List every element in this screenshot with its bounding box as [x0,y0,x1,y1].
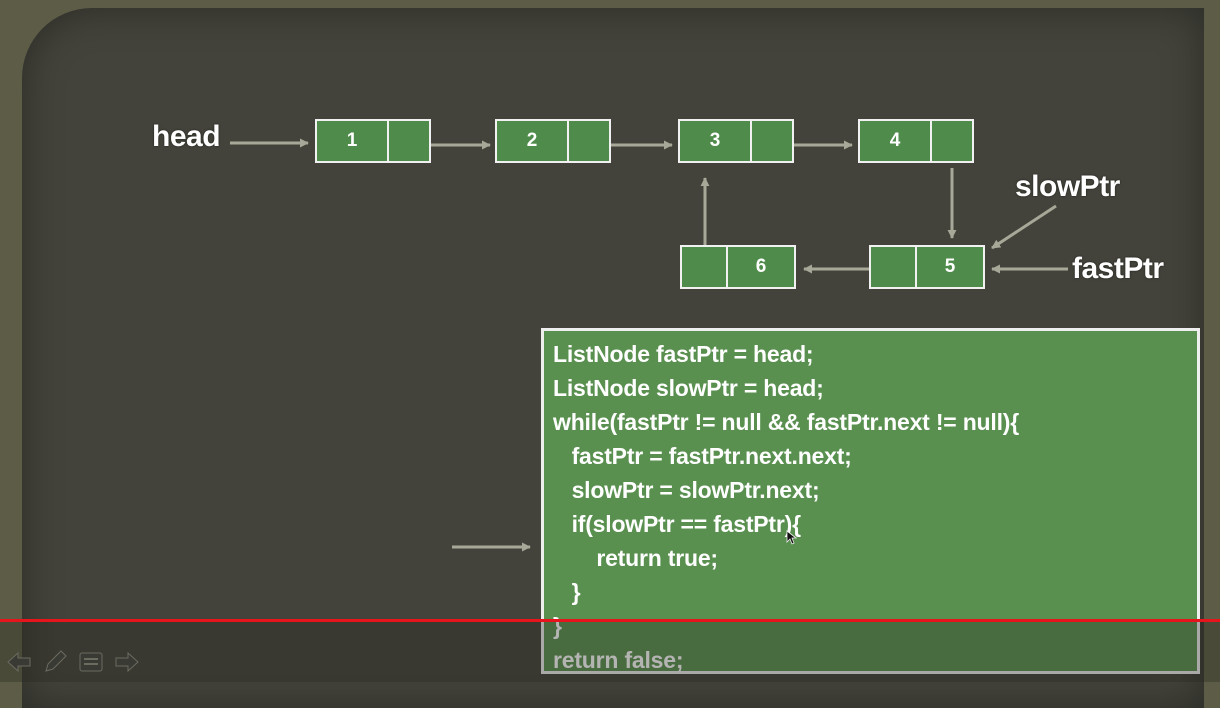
code-line: return false; [553,647,684,673]
list-node-3: 3 [678,119,794,163]
slides-menu-icon [79,652,103,672]
code-line: while(fastPtr != null && fastPtr.next !=… [553,409,1019,435]
list-node-2: 2 [495,119,611,163]
node-next-pointer [930,121,972,161]
list-node-6: 6 [680,245,796,289]
slowptr-label: slowPtr [1015,170,1120,203]
node-next-pointer [567,121,609,161]
code-line: fastPtr = fastPtr.next.next; [553,443,852,469]
node-value: 2 [526,130,538,151]
mouse-cursor-icon [786,530,798,545]
arrow-right-icon [115,651,139,673]
arrow-left-icon [7,651,31,673]
slide-menu-button[interactable] [76,648,106,676]
list-node-4: 4 [858,119,974,163]
slowptr-arrow [991,204,1057,250]
node-next-pointer [387,121,429,161]
node-value: 4 [889,130,901,151]
node-value: 6 [726,247,794,287]
head-label: head [152,120,221,153]
code-line: ListNode fastPtr = head; [553,341,814,367]
code-line: ListNode slowPtr = head; [553,375,824,401]
code-line: if(slowPtr == fastPtr){ [553,511,801,537]
node-value: 3 [709,130,721,151]
pencil-icon [45,650,67,672]
pen-tool-button[interactable] [40,648,70,676]
node-next-pointer [871,247,915,287]
slide-controls [4,648,142,676]
node-value: 1 [346,130,358,151]
code-block: ListNode fastPtr = head; ListNode slowPt… [541,328,1200,674]
previous-slide-button[interactable] [4,648,34,676]
node-next-pointer [682,247,726,287]
progress-line[interactable] [0,619,1220,622]
list-node-5: 5 [869,245,985,289]
node-value: 5 [915,247,983,287]
next-slide-button[interactable] [112,648,142,676]
list-node-1: 1 [315,119,431,163]
node-next-pointer [750,121,792,161]
code-line: } [553,579,581,605]
code-line: return true; [553,545,718,571]
fastptr-label: fastPtr [1072,252,1164,285]
code-line: } [553,613,562,639]
code-line: slowPtr = slowPtr.next; [553,477,820,503]
